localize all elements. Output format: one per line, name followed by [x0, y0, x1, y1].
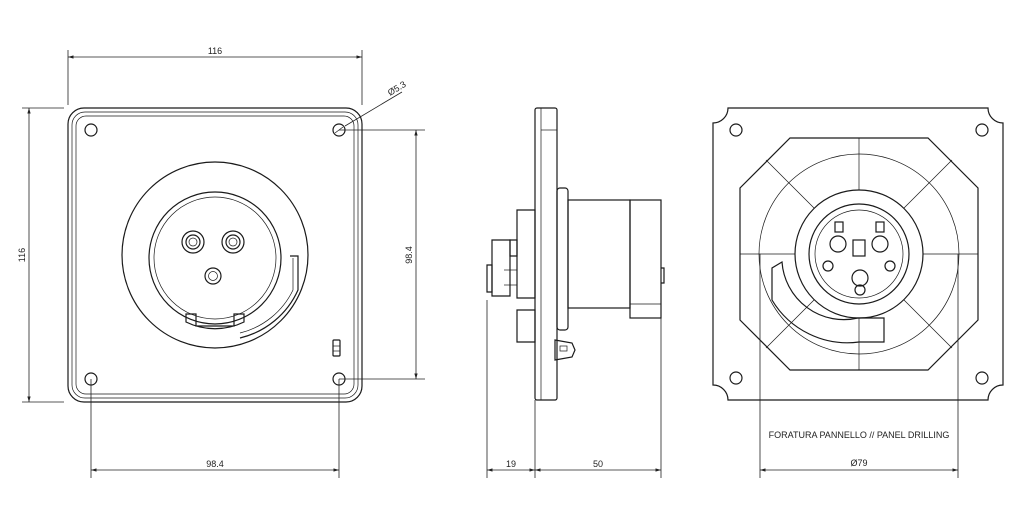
rear-cap: [629, 199, 662, 319]
rear-depth-dimension: 19: [506, 459, 516, 469]
hole-spacing-vertical: 98.4: [404, 246, 414, 264]
mounting-holes: [84, 123, 346, 386]
rear-plate: [712, 107, 1004, 401]
socket-pins: [181, 230, 245, 285]
height-dimension: 116: [17, 248, 27, 262]
rear-mounting-holes: [729, 123, 989, 385]
front-view: 116 116 98.4 98.4 Ø5.3: [17, 46, 425, 478]
socket-housing: [121, 161, 309, 349]
panel-drilling-label: FORATURA PANNELLO // PANEL DRILLING: [769, 430, 950, 440]
side-plate: [534, 107, 558, 401]
side-view: 19 50: [486, 107, 665, 478]
hole-spacing-horizontal: 98.4: [206, 459, 224, 469]
key-slot: [185, 313, 245, 330]
indicator-slot: [332, 339, 341, 357]
front-depth-dimension: 50: [593, 459, 603, 469]
front-plate: [67, 107, 363, 403]
socket-body: [567, 199, 631, 309]
rear-view: FORATURA PANNELLO // PANEL DRILLING Ø79: [712, 107, 1004, 478]
rear-socket: [794, 189, 924, 319]
width-dimension: 116: [208, 46, 222, 56]
terminals: [822, 221, 896, 296]
drilling-diameter: Ø79: [850, 458, 867, 468]
